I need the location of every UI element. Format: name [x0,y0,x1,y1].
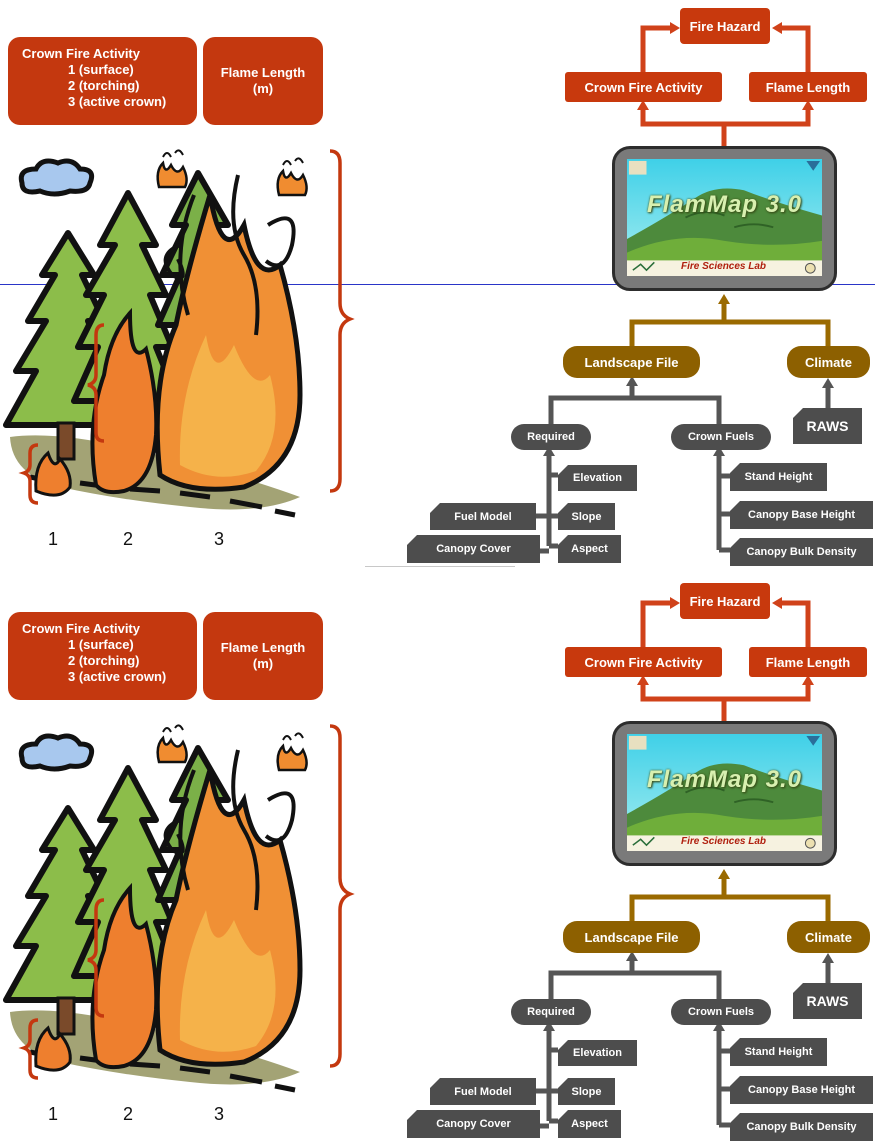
brace-torching [87,898,105,1018]
stand-height-node: Stand Height [730,463,827,491]
flammap-screen: FlamMap 3.0 Fire Sciences Lab [627,159,822,276]
flame-length-unit: (m) [252,81,274,96]
raws-node: RAWS [793,408,862,444]
elevation-node: Elevation [558,1040,637,1066]
flame-surface [34,450,72,497]
crown-fire-activity-box: Crown Fire Activity 1 (surface) 2 (torch… [8,612,197,700]
crown-fire-activity-box: Crown Fire Activity 1 (surface) 2 (torch… [8,37,197,125]
crown-fire-activity-node: Crown Fire Activity [565,647,722,677]
diagram-panel-bottom: Crown Fire Activity 1 (surface) 2 (torch… [0,575,875,1145]
faint-separator [365,566,515,567]
scale-label-1: 1 [48,529,59,549]
brace-active-crown [329,724,355,1068]
tree-1-trunk [56,421,76,461]
small-fire-icon-right [276,157,308,197]
fire-hazard-node: Fire Hazard [680,8,770,44]
fire-illustration [3,149,355,518]
flame-length-node: Flame Length [749,647,867,677]
scale-label-2: 2 [123,529,134,549]
canopy-bulk-density-node: Canopy Bulk Density [730,538,873,566]
required-node: Required [511,999,591,1025]
crown-fire-level-1: 1 (surface) [68,637,134,652]
flame-torching [90,882,159,1070]
flame-length-box: Flame Length (m) [203,37,323,125]
aspect-node: Aspect [558,535,621,563]
flame-active-inner [179,335,276,477]
required-node: Required [511,424,591,450]
flammap-monitor: FlamMap 3.0 Fire Sciences Lab [612,146,837,291]
flammap-screen: FlamMap 3.0 Fire Sciences Lab [627,734,822,851]
crown-fire-level-1: 1 (surface) [68,62,134,77]
fire-sciences-lab-label: Fire Sciences Lab [681,261,767,272]
canopy-base-height-node: Canopy Base Height [730,501,873,529]
flame-swirl-lines [163,749,296,911]
crown-fuels-node: Crown Fuels [671,999,771,1025]
raws-node: RAWS [793,983,862,1019]
slope-node: Slope [558,1078,615,1105]
diagram-panel-top: Crown Fire Activity 1 (surface) 2 (torch… [0,0,875,570]
cloud-icon [18,158,95,197]
scale-label-3: 3 [214,529,225,549]
terrain-image [627,734,822,851]
climate-node: Climate [787,921,870,953]
aspect-node: Aspect [558,1110,621,1138]
scale-label-2: 2 [123,1104,134,1124]
climate-node: Climate [787,346,870,378]
flame-active-inner [179,910,276,1052]
stand-height-node: Stand Height [730,1038,827,1066]
terrain-image [627,159,822,276]
flammap-app-title: FlamMap 3.0 [646,766,803,793]
flow-connectors [536,597,834,1129]
brace-active-crown [329,149,355,493]
fire-sciences-lab-label: Fire Sciences Lab [681,836,767,847]
flame-surface [34,1025,72,1072]
landscape-file-node: Landscape File [563,346,700,378]
crown-fire-activity-title: Crown Fire Activity [22,621,140,636]
fuel-model-node: Fuel Model [430,503,536,530]
flammap-monitor: FlamMap 3.0 Fire Sciences Lab [612,721,837,866]
slope-node: Slope [558,503,615,530]
elevation-node: Elevation [558,465,637,491]
crown-fire-activity-node: Crown Fire Activity [565,72,722,102]
crown-fire-level-3: 3 (active crown) [68,94,167,109]
flow-connectors [536,22,834,554]
flame-length-title: Flame Length [220,65,306,80]
scale-label-1: 1 [48,1104,59,1124]
crown-fire-level-2: 2 (torching) [68,78,140,93]
scale-label-3: 3 [214,1104,225,1124]
canopy-bulk-density-node: Canopy Bulk Density [730,1113,873,1141]
brace-surface [18,1018,39,1080]
fire-hazard-node: Fire Hazard [680,583,770,619]
tree-1-trunk [56,996,76,1036]
landscape-file-node: Landscape File [563,921,700,953]
brace-torching [87,323,105,443]
small-fire-icon-left [156,149,188,189]
fuel-model-node: Fuel Model [430,1078,536,1105]
crown-fire-level-2: 2 (torching) [68,653,140,668]
brace-surface [18,443,39,505]
flame-length-node: Flame Length [749,72,867,102]
flame-length-title: Flame Length [220,640,306,655]
flame-torching [90,307,159,495]
horizontal-divider-line [0,284,875,285]
canopy-base-height-node: Canopy Base Height [730,1076,873,1104]
flame-length-unit: (m) [252,656,274,671]
flame-swirl-lines [163,174,296,336]
flame-length-box: Flame Length (m) [203,612,323,700]
small-fire-icon-right [276,732,308,772]
fire-illustration [3,724,355,1093]
flammap-app-title: FlamMap 3.0 [646,191,803,218]
canopy-cover-node: Canopy Cover [407,535,540,563]
canopy-cover-node: Canopy Cover [407,1110,540,1138]
crown-fire-activity-title: Crown Fire Activity [22,46,140,61]
crown-fuels-node: Crown Fuels [671,424,771,450]
cloud-icon [18,733,95,772]
small-fire-icon-left [156,724,188,764]
crown-fire-level-3: 3 (active crown) [68,669,167,684]
